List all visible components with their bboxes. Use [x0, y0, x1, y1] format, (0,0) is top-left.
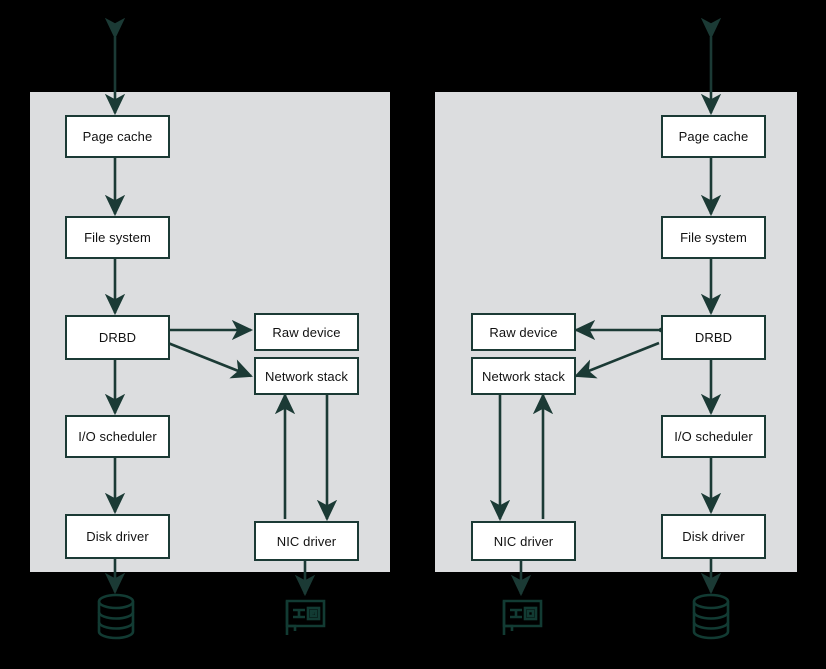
node-right-file-system[interactable]: File system — [661, 216, 766, 259]
node-right-page-cache[interactable]: Page cache — [661, 115, 766, 158]
node-label: Raw device — [489, 324, 558, 340]
node-label: File system — [84, 230, 151, 245]
database-cylinder-icon — [692, 593, 730, 640]
node-label: Disk driver — [86, 529, 149, 544]
node-left-network-stack[interactable]: Network stack — [254, 357, 359, 395]
node-label: Raw device — [272, 324, 341, 340]
network-card-icon — [502, 599, 543, 635]
node-left-nic-driver[interactable]: NIC driver — [254, 521, 359, 561]
node-left-disk-driver[interactable]: Disk driver — [65, 514, 170, 559]
network-card-icon — [285, 599, 326, 635]
node-label: Page cache — [678, 129, 749, 144]
node-label: Network stack — [482, 368, 565, 384]
node-label: Page cache — [82, 129, 153, 144]
node-left-raw-device[interactable]: Raw device — [254, 313, 359, 351]
node-label: DRBD — [98, 330, 137, 345]
database-cylinder-icon — [97, 593, 135, 640]
node-label: Disk driver — [682, 529, 745, 544]
node-right-io-scheduler[interactable]: I/O scheduler — [661, 415, 766, 458]
node-left-file-system[interactable]: File system — [65, 216, 170, 259]
node-left-io-scheduler[interactable]: I/O scheduler — [65, 415, 170, 458]
node-label: File system — [680, 230, 747, 245]
node-label: NIC driver — [493, 533, 554, 549]
node-label: Network stack — [265, 368, 348, 384]
node-left-drbd[interactable]: DRBD — [65, 315, 170, 360]
node-right-nic-driver[interactable]: NIC driver — [471, 521, 576, 561]
node-right-network-stack[interactable]: Network stack — [471, 357, 576, 395]
node-label: DRBD — [694, 330, 733, 345]
node-label: NIC driver — [276, 533, 337, 549]
node-right-drbd[interactable]: DRBD — [661, 315, 766, 360]
node-left-page-cache[interactable]: Page cache — [65, 115, 170, 158]
node-right-disk-driver[interactable]: Disk driver — [661, 514, 766, 559]
node-label: I/O scheduler — [78, 429, 157, 444]
node-label: I/O scheduler — [674, 429, 753, 444]
node-right-raw-device[interactable]: Raw device — [471, 313, 576, 351]
